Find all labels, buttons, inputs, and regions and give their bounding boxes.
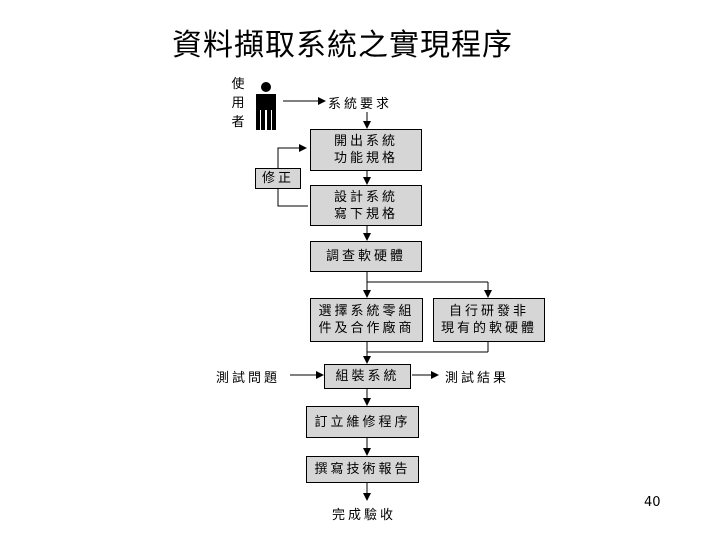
node-spec: 開出系統 功能規格 bbox=[310, 129, 422, 171]
page-number: 40 bbox=[644, 495, 661, 510]
node-develop-line: 現有的軟硬體 bbox=[440, 321, 537, 336]
node-system-request: 系統要求 bbox=[328, 97, 393, 112]
node-select-line: 件及合作廠商 bbox=[318, 321, 415, 336]
node-develop: 自行研發非 現有的軟硬體 bbox=[433, 298, 545, 342]
node-report: 撰寫技術報告 bbox=[306, 456, 419, 483]
user-label: 使 用 者 bbox=[228, 75, 248, 132]
node-revise: 修正 bbox=[255, 168, 301, 189]
node-test-problem: 測試問題 bbox=[216, 371, 281, 386]
node-design-line: 寫下規格 bbox=[333, 206, 398, 222]
node-develop-line: 自行研發非 bbox=[448, 304, 529, 319]
diagram-title: 資料擷取系統之實現程序 bbox=[172, 28, 513, 63]
node-select: 選擇系統零組 件及合作廠商 bbox=[310, 298, 423, 342]
node-accept: 完成驗收 bbox=[332, 508, 397, 523]
user-label-char: 者 bbox=[231, 115, 245, 130]
user-label-char: 使 bbox=[231, 77, 245, 92]
node-spec-line: 開出系統 bbox=[333, 134, 398, 149]
node-survey: 調查軟硬體 bbox=[310, 241, 422, 272]
node-select-line: 選擇系統零組 bbox=[318, 304, 415, 319]
node-design-line: 設計系統 bbox=[333, 189, 398, 205]
user-label-char: 用 bbox=[231, 96, 245, 111]
node-assemble: 組裝系統 bbox=[324, 364, 411, 389]
node-maintenance: 訂立維修程序 bbox=[306, 406, 419, 438]
person-icon bbox=[256, 82, 276, 130]
node-spec-line: 功能規格 bbox=[333, 151, 398, 166]
node-test-result: 測試結果 bbox=[445, 371, 510, 386]
node-design: 設計系統 寫下規格 bbox=[310, 185, 422, 226]
